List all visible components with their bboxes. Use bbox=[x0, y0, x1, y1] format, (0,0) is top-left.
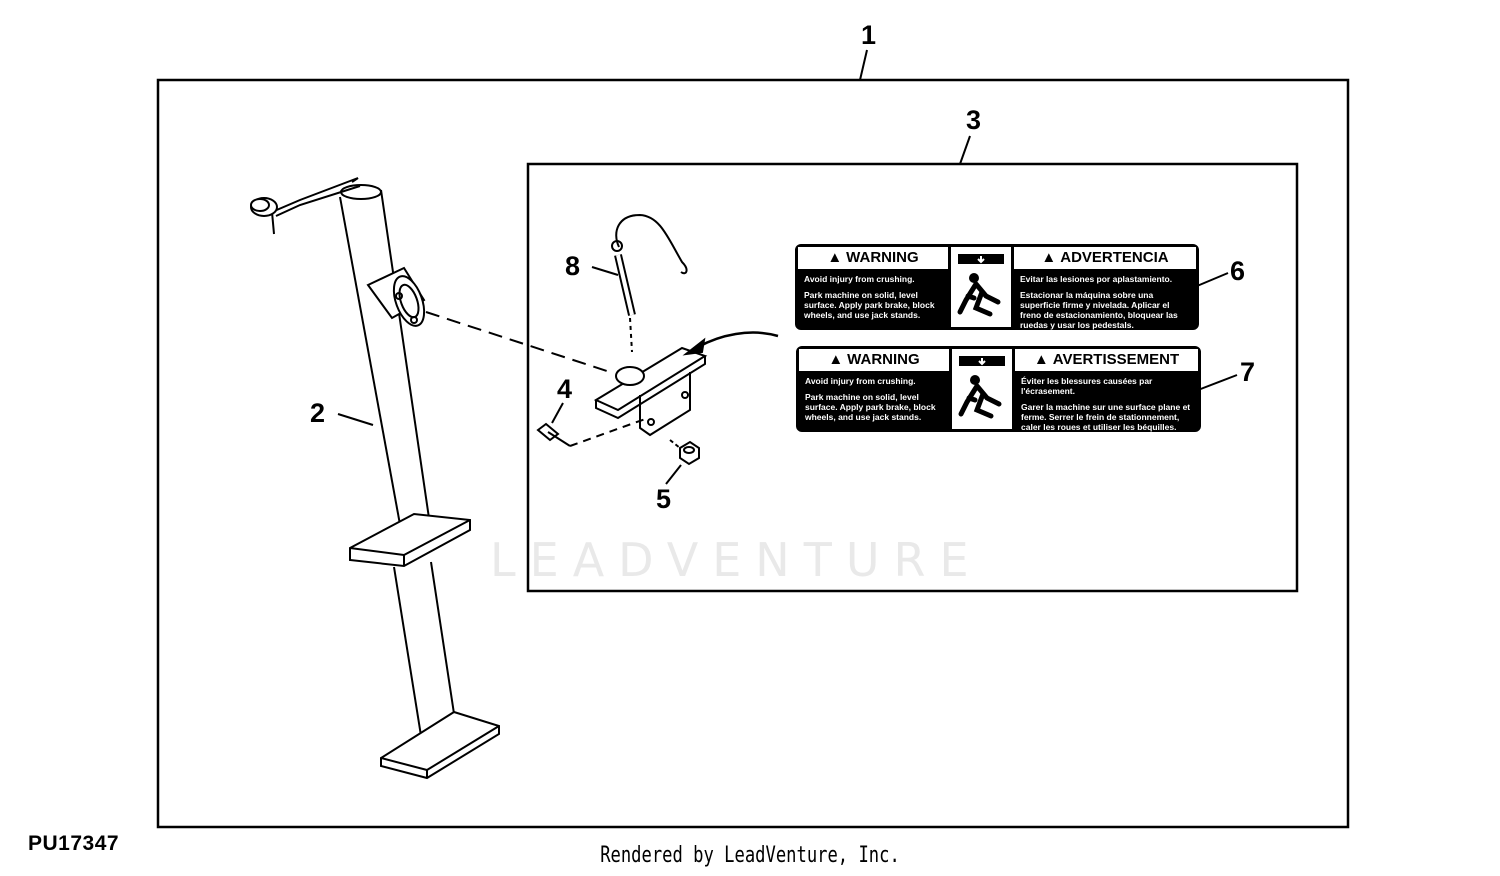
figure-id: PU17347 bbox=[28, 832, 120, 855]
decal-6-left-line1: Avoid injury from crushing. bbox=[804, 274, 915, 284]
leader-4 bbox=[551, 402, 564, 424]
decal-kit-frame bbox=[526, 162, 1299, 593]
footer-credit: Rendered by LeadVenture, Inc. bbox=[600, 843, 900, 868]
crush-hazard-pictogram-icon bbox=[948, 247, 1014, 327]
decal-6-right-line1: Evitar las lesiones por aplastamiento. bbox=[1020, 274, 1173, 284]
decal-7-french: ▲AVERTISSEMENT Éviter les blessures caus… bbox=[1015, 349, 1198, 432]
mounting-bracket bbox=[593, 346, 708, 437]
callout-8: 8 bbox=[565, 251, 581, 281]
decal-7-english: ▲WARNING Avoid injury from crushing. Par… bbox=[799, 349, 949, 429]
decal-6-english: ▲WARNING Avoid injury from crushing. Par… bbox=[798, 247, 948, 327]
kit-frame bbox=[156, 78, 1350, 829]
leader-3 bbox=[959, 135, 971, 165]
decal-6-spanish: ▲ADVERTENCIA Evitar las lesiones por apl… bbox=[1014, 247, 1196, 330]
leader-2 bbox=[337, 413, 374, 426]
warning-triangle-icon: ▲ bbox=[827, 249, 843, 266]
warning-triangle-icon: ▲ bbox=[1033, 351, 1049, 368]
decal-6-right-title: ADVERTENCIA bbox=[1060, 249, 1169, 266]
warning-decal-7: ▲WARNING Avoid injury from crushing. Par… bbox=[796, 346, 1201, 432]
decal-7-left-line1: Avoid injury from crushing. bbox=[805, 376, 916, 386]
decal-7-right-title: AVERTISSEMENT bbox=[1052, 351, 1180, 368]
decal-7-right-line2: Garer la machine sur une surface plane e… bbox=[1021, 402, 1191, 432]
jack-stand bbox=[250, 177, 500, 780]
decal-6-left-line2: Park machine on solid, level surface. Ap… bbox=[804, 290, 935, 320]
decal-7-left-title: WARNING bbox=[847, 351, 920, 368]
decal-7-left-line2: Park machine on solid, level surface. Ap… bbox=[805, 392, 936, 422]
assembly-arrow bbox=[697, 331, 779, 349]
decal-6-left-title: WARNING bbox=[846, 249, 919, 266]
leader-6 bbox=[1196, 272, 1229, 287]
leader-5 bbox=[665, 464, 682, 485]
crush-hazard-pictogram-icon bbox=[949, 349, 1015, 429]
callout-7: 7 bbox=[1240, 357, 1256, 387]
warning-decal-6: ▲WARNING Avoid injury from crushing. Par… bbox=[795, 244, 1199, 330]
decal-6-right-line2: Estacionar la máquina sobre una superfic… bbox=[1020, 290, 1178, 330]
warning-triangle-icon: ▲ bbox=[1041, 249, 1057, 266]
watermark-text: LEADVENTURE bbox=[490, 533, 983, 587]
callout-4: 4 bbox=[557, 374, 573, 404]
callout-6: 6 bbox=[1230, 256, 1246, 286]
callout-3: 3 bbox=[966, 105, 982, 135]
leader-7 bbox=[1197, 374, 1238, 391]
leader-8 bbox=[591, 266, 619, 276]
decal-7-right-line1: Éviter les blessures causées par l'écras… bbox=[1021, 376, 1153, 396]
assembly-line bbox=[425, 311, 611, 373]
warning-triangle-icon: ▲ bbox=[828, 351, 844, 368]
callout-2: 2 bbox=[310, 398, 326, 428]
leader-1 bbox=[859, 49, 868, 81]
callout-1: 1 bbox=[861, 20, 877, 50]
callout-5: 5 bbox=[656, 484, 672, 514]
bolt bbox=[536, 417, 649, 447]
lock-pin bbox=[611, 213, 688, 353]
nut bbox=[669, 439, 700, 466]
